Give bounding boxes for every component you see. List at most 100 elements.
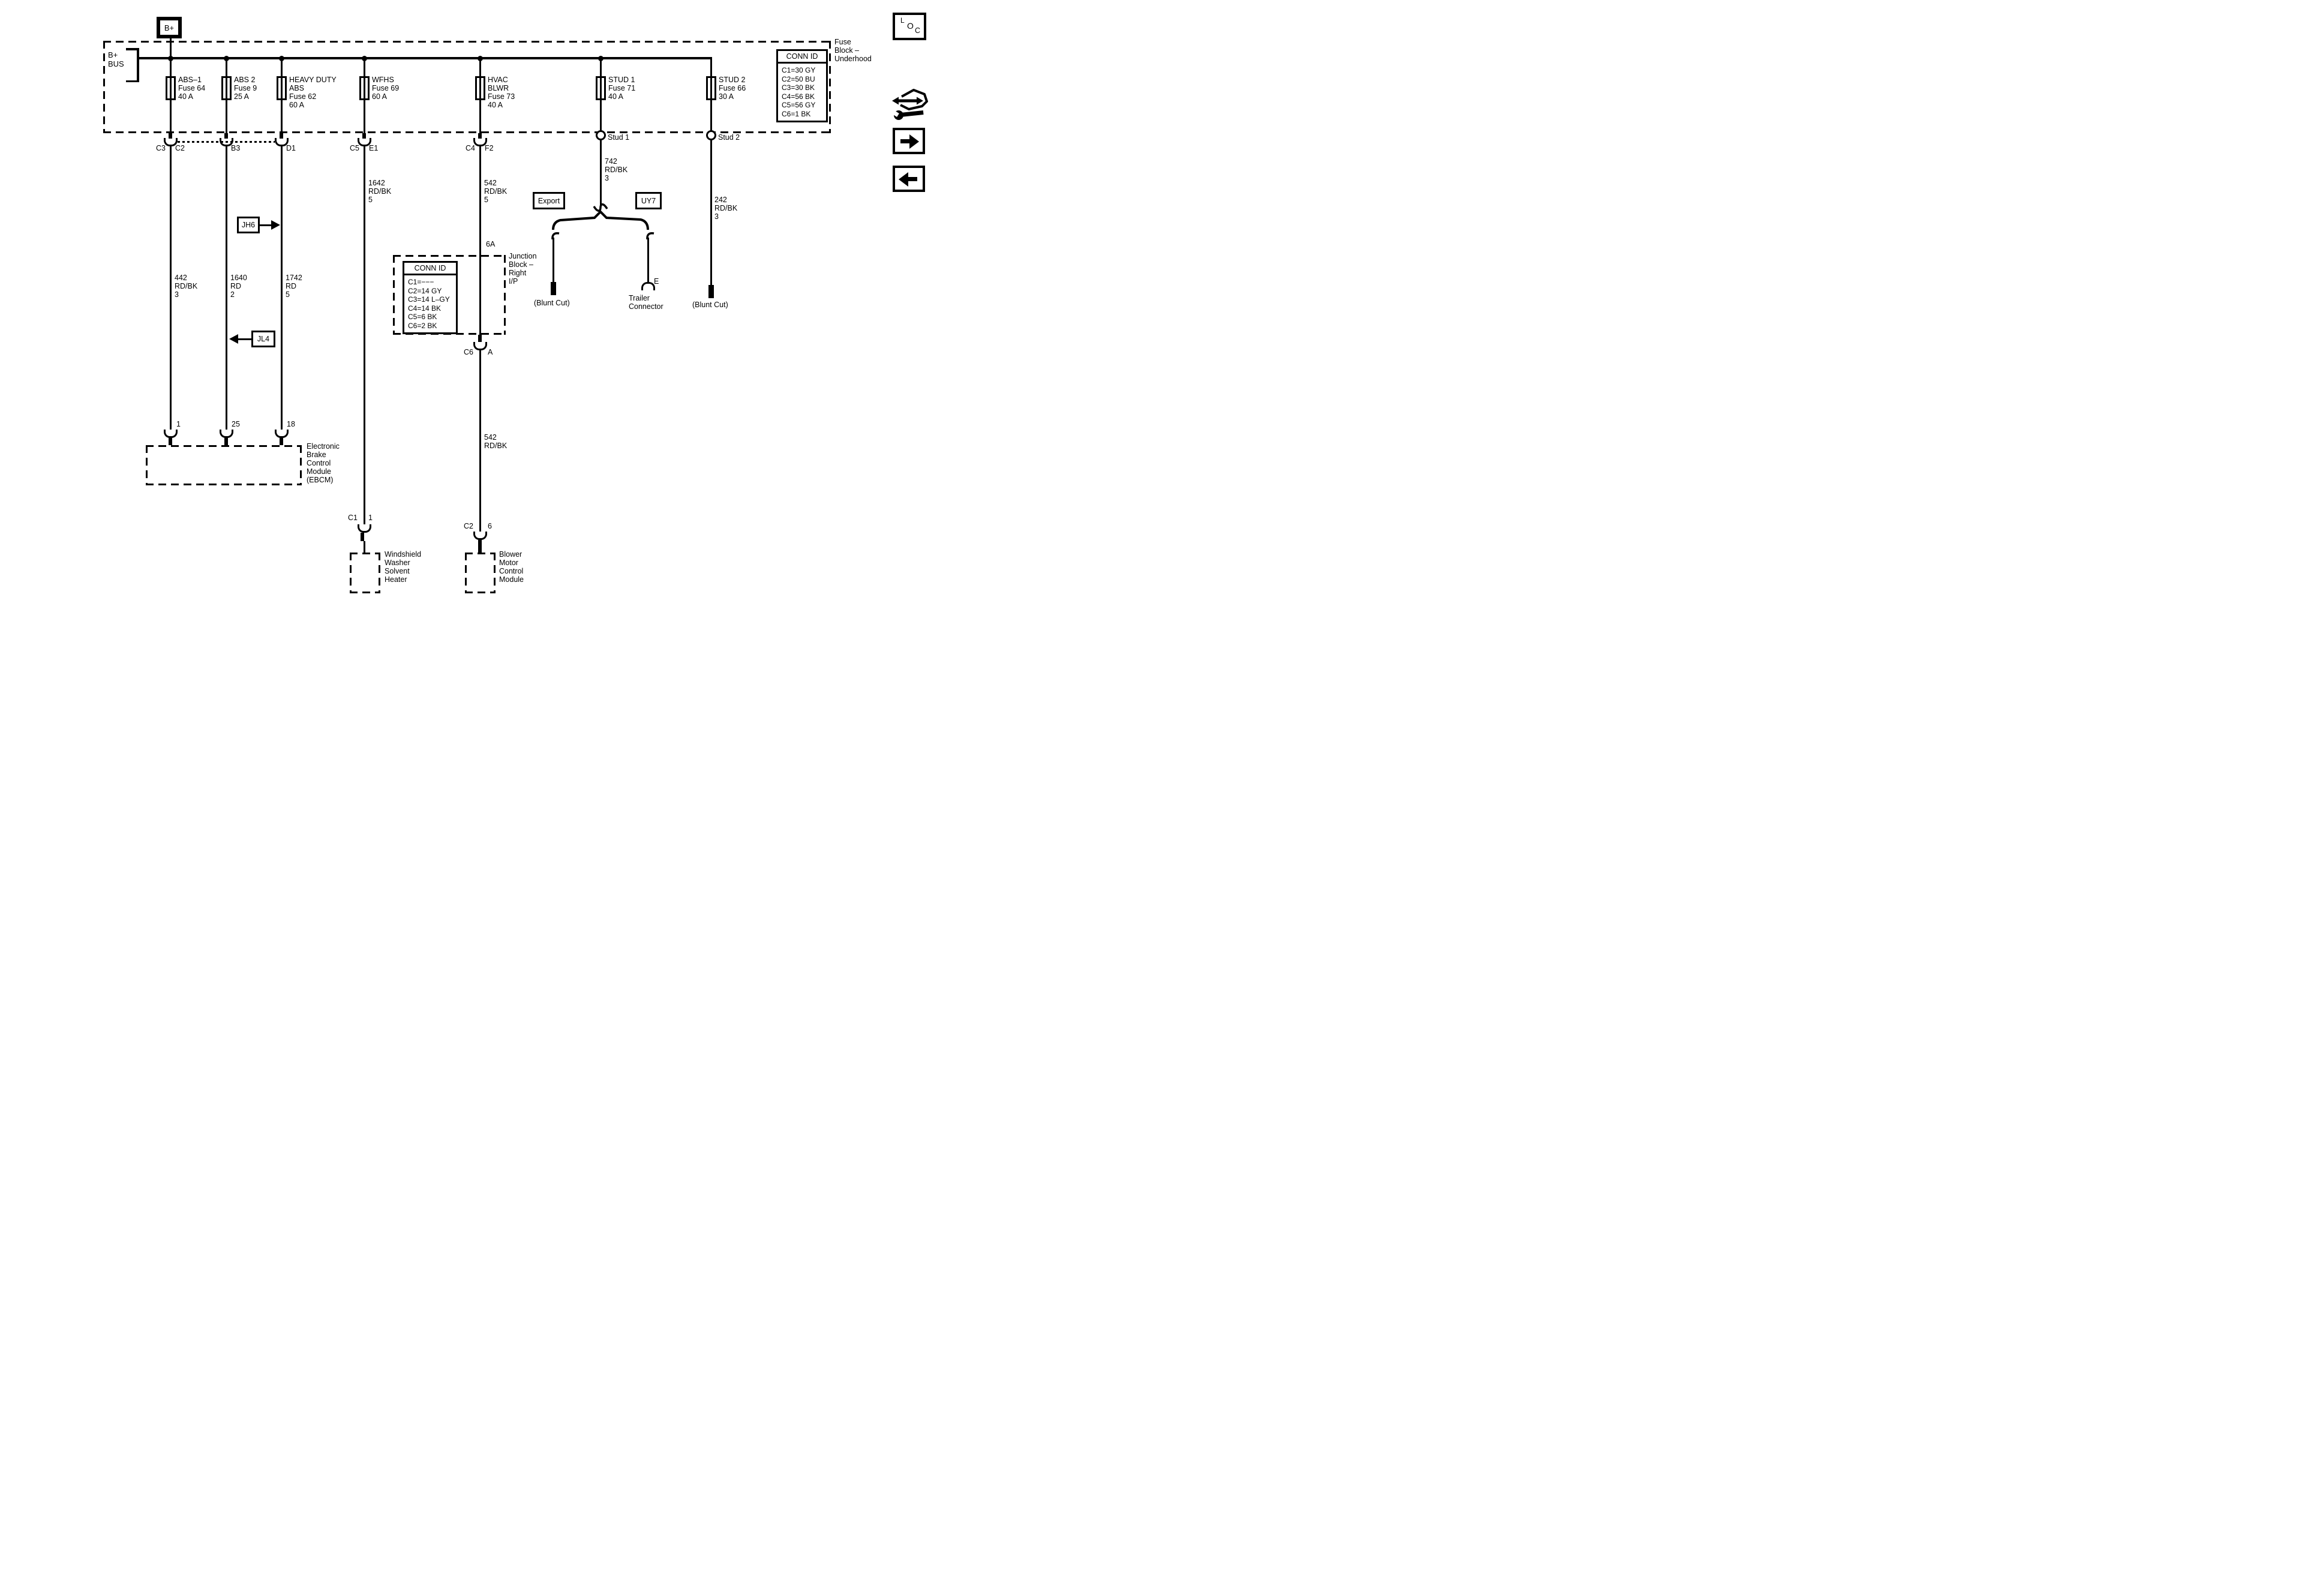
wire-242 [710,140,712,285]
jh6-arrow-icon [271,220,280,230]
wire-abs2-feed [225,57,227,133]
blower-border-top [465,553,496,554]
next-page-button[interactable] [893,128,925,154]
right-arrow-icon [909,134,919,149]
conn-id-row: C3=14 L–GY [408,295,450,304]
conn-id-row: C2=14 GY [408,286,442,295]
wire-442 [169,146,172,430]
back-page-button[interactable] [893,166,925,192]
wire-abs1-feed [169,37,172,133]
junction-block-border-top [393,255,506,257]
ebcm-border-bottom [146,484,302,485]
ebcm-border-right [300,445,302,485]
connector-cup-e1 [357,138,371,146]
blower-name: Blower Motor Control Module [499,550,524,584]
washer-heater-border-left [350,553,352,593]
splice-hook-right [646,232,654,240]
pin-label-e1: E1 [369,144,379,152]
connector-stub [169,133,172,139]
connector-stub [280,133,283,139]
ebcm-pin-1: 1 [176,420,181,428]
wire-label-542-lower: 542 RD/BK [484,433,508,450]
export-label: Export [538,196,560,205]
connector-group-dotted-line [178,141,275,143]
fuse-label-abs2: ABS 2 Fuse 9 25 A [234,76,257,101]
pin-label-a: A [488,348,493,356]
fuse-hvac-blwr [475,76,485,100]
blower-border-right [494,553,496,593]
wrench-arrows-icon[interactable] [891,87,929,122]
stud2-terminal-ring [705,130,716,140]
washer-heater-stub [361,533,364,541]
blunt-cut-terminal-left [550,282,556,295]
jl4-arrow-shaft [238,338,251,340]
wire-label-1742: 1742 RD 5 [286,274,302,299]
pin-label-c3: C3 [156,144,166,152]
washer-heater-border-right [379,553,380,593]
conn-id-row: C5=6 BK [408,313,437,321]
wire-1742 [280,146,283,430]
pin-label-1: 1 [368,514,373,522]
ebcm-border-left [146,445,148,485]
loc-letter-c: C [915,26,921,35]
blower-connector-cup [473,532,487,540]
fuse-stud1 [595,76,606,100]
ebcm-stub [224,438,228,445]
blunt-cut-label-left: (Blunt Cut) [534,299,570,307]
wire-542-lower [479,350,481,532]
uy7-label: UY7 [641,196,656,205]
wire-hdabs-feed [280,57,283,133]
conn-id-row: C5=56 GY [782,101,816,109]
fuse-block-border-bottom [103,131,831,133]
loc-button[interactable]: L O C [893,13,926,40]
washer-heater-lead [363,541,365,553]
conn-id-row: C3=30 BK [782,83,815,92]
wire-wfhs-feed [363,57,365,133]
junction-pin-in-6a: 6A [486,240,496,248]
wire-label-242: 242 RD/BK 3 [714,196,738,221]
loc-letter-o: O [907,21,914,31]
wire-trailer-branch [647,238,649,282]
washer-heater-border-top [350,553,380,554]
fuse-abs2 [221,76,232,100]
left-arrow-icon [899,172,908,187]
wire-label-442: 442 RD/BK 3 [175,274,198,299]
left-arrow-shaft [908,177,917,181]
pin-label-6: 6 [488,522,492,530]
right-arrow-shaft [900,139,909,143]
trailer-connector-label: Trailer Connector [629,294,663,311]
battery-positive-box: B+ [157,17,182,38]
blunt-cut-label-right: (Blunt Cut) [692,301,728,309]
wire-label-542-upper: 542 RD/BK 5 [484,179,508,204]
wire-1640 [225,146,227,430]
connector-cup-d1 [274,138,289,146]
pin-label-c6: C6 [464,348,473,356]
conn-id-row: C4=14 BK [408,304,442,313]
blunt-cut-terminal-right [708,285,714,298]
connector-cup-f2 [473,138,487,146]
wire-label-742: 742 RD/BK 3 [605,157,628,182]
conn-id-title: CONN ID [778,51,826,64]
bus-bracket [137,48,139,82]
connector-stub [362,133,366,139]
pin-label-c2: C2 [175,144,185,152]
bus-label: B+ BUS [108,50,124,68]
fuse-block-border-right [829,41,831,133]
option-split-brace [552,210,649,230]
conn-id-row: C1=30 GY [782,66,816,74]
conn-id-title: CONN ID [404,263,456,275]
fuse-abs1 [165,76,176,100]
blower-border-bottom [465,592,496,593]
ebcm-connector-cup [163,430,178,438]
blower-border-left [465,553,467,593]
battery-positive-label: B+ [164,23,175,32]
option-callout-uy7: UY7 [635,192,662,209]
wire-542-upper [479,146,481,335]
connector-stub [224,133,228,139]
wire-label-1642: 1642 RD/BK 5 [368,179,392,204]
fuse-hd-abs [276,76,287,100]
fuse-label-stud2: STUD 2 Fuse 66 30 A [719,76,746,101]
wire-break-symbol [593,203,608,212]
blower-stub [478,540,482,553]
jh6-label: JH6 [241,221,256,229]
